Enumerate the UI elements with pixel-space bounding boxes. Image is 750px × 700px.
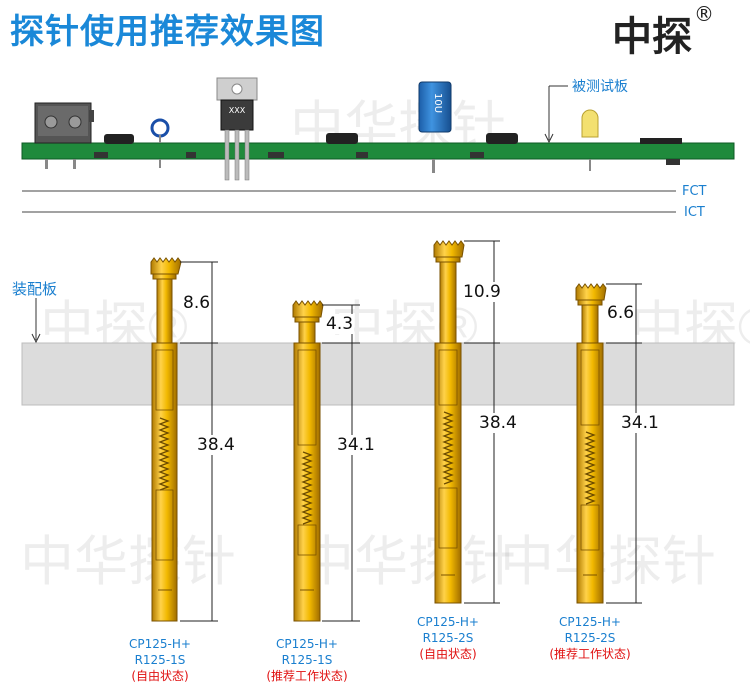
probe-state: (自由状态) [419,647,477,661]
receptacle-model: R125-1S [281,653,333,667]
probe-2-total-dim: 34.1 [336,435,376,455]
brand-logo: 中探® [612,2,714,62]
test-board-label: 被测试板 [572,79,628,95]
probe-state: (自由状态) [131,669,189,683]
probe-3-head-dim: 10.9 [462,282,502,302]
watermark: 中华探针 [300,532,516,592]
probe-4-dims [606,283,642,604]
probe-state: (推荐工作状态) [549,647,631,661]
watermark: 中华探针 [20,532,236,592]
fct-label: FCT [682,184,707,199]
receptacle-model: R125-2S [564,631,616,645]
pcb-board: XXX 10U [21,77,735,181]
trademark-symbol: ® [694,2,714,26]
component-mark: XXX [229,106,246,115]
probe-2-caption: CP125-H+ R125-1S (推荐工作状态) [247,636,367,684]
probe-1-total-dim: 38.4 [196,435,236,455]
probe-model: CP125-H+ [129,637,191,651]
probe-3-total-dim: 38.4 [478,413,518,433]
probe-1-dims [180,261,218,622]
probe-1-caption: CP125-H+ R125-1S (自由状态) [100,636,220,684]
probe-4-caption: CP125-H+ R125-2S (推荐工作状态) [530,614,650,662]
probe-1-head-dim: 8.6 [182,293,212,313]
mount-plate-label: 装配板 [12,280,58,298]
watermark: 中华探针 [500,532,716,592]
probe-model: CP125-H+ [559,615,621,629]
probe-4 [575,283,607,604]
probe-3-caption: CP125-H+ R125-2S (自由状态) [388,614,508,662]
page-title: 探针使用推荐效果图 [10,12,325,52]
probe-2-head-dim: 4.3 [325,314,355,334]
probe-4-total-dim: 34.1 [620,413,660,433]
probe-model: CP125-H+ [417,615,479,629]
capacitor-mark: 10U [432,93,443,113]
receptacle-model: R125-1S [134,653,186,667]
probe-4-head-dim: 6.6 [606,303,636,323]
probe-model: CP125-H+ [276,637,338,651]
probe-3 [433,240,465,604]
ict-label: ICT [684,205,705,220]
receptacle-model: R125-2S [422,631,474,645]
brand-name: 中探 [612,14,692,60]
probe-1 [150,257,182,622]
probe-2 [292,300,324,622]
mount-plate [21,342,735,406]
probe-state: (推荐工作状态) [266,669,348,683]
